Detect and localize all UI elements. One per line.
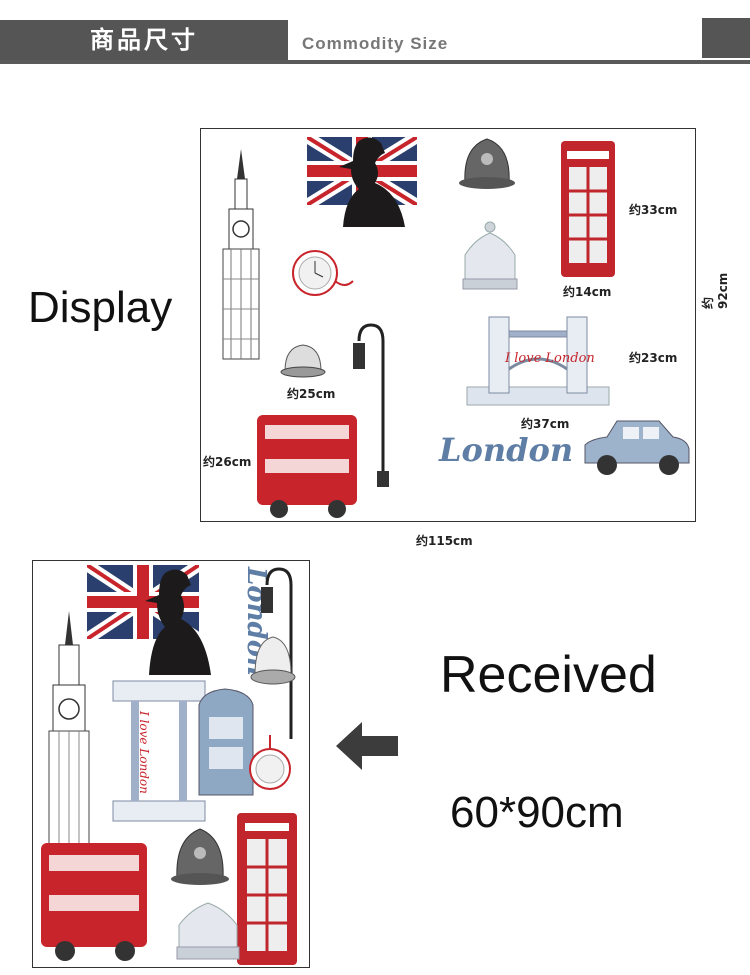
big-ben-icon [48,611,90,846]
bus-height-dim: 约26cm [203,455,252,469]
phone-booth-icon [237,813,297,965]
london-taxi-icon [584,420,690,475]
big-ben-icon [222,149,260,360]
left-arrow-icon [336,722,398,770]
tower-bridge-icon [112,680,206,822]
total-width-dim: 约115cm [416,534,473,548]
received-frame: London I love London [32,560,310,968]
bowler-hat-icon [280,344,326,378]
display-label: Display [28,283,173,332]
bridge-height-dim: 约23cm [629,351,678,365]
bowler-hat-icon [250,636,296,685]
total-height-dim: 约92cm [701,272,730,309]
police-helmet-icon [171,828,229,885]
hat-width-dim: 约25cm [287,387,336,401]
tower-bridge-icon [466,316,610,406]
street-lamp-icon [261,567,293,739]
street-lamp-icon [353,323,389,487]
phone-width-dim: 约14cm [563,285,612,299]
title-english: Commodity Size [302,34,449,53]
received-size-label: 60*90cm [450,788,624,837]
london-taxi-icon [198,688,254,796]
header-right-block [702,18,750,58]
crown-icon [462,221,518,290]
crown-icon [176,902,240,960]
display-frame: 约33cm 约14cm I love London 约23cm 约37cm 约2… [200,128,730,522]
phone-height-dim: 约33cm [629,203,678,217]
love-london-vertical-text: I love London [137,711,151,794]
london-logo-text: London [439,431,574,469]
police-helmet-icon [459,138,515,189]
love-london-text: I love London [505,351,595,366]
pocket-watch-icon [249,735,291,790]
sherlock-silhouette-icon [339,137,405,227]
title-chinese: 商品尺寸 [0,20,288,60]
sherlock-silhouette-icon [145,569,211,675]
phone-booth-icon [561,141,615,277]
double-decker-bus-icon [41,843,147,961]
pocket-watch-icon [292,250,354,296]
double-decker-bus-icon [257,415,357,518]
header-underline [0,60,750,64]
received-label: Received [440,646,657,704]
header: 商品尺寸 Commodity Size [0,14,750,64]
bridge-width-dim: 约37cm [521,417,570,431]
